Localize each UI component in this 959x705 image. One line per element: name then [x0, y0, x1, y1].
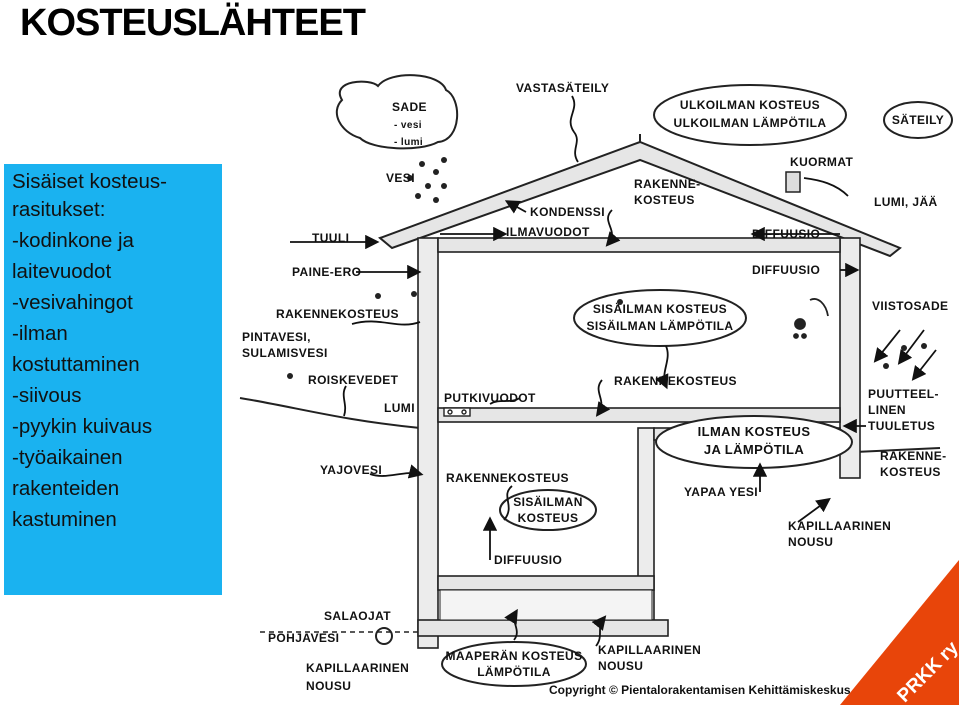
water-pipe-arrow [489, 397, 521, 405]
sidebar-line: rasitukset: [12, 198, 106, 221]
sky-radiation-arrow [569, 95, 579, 163]
label-ilman-kosteus: ILMAN KOSTEUS [698, 424, 811, 439]
label-nousu-bottom: NOUSU [306, 679, 351, 693]
condensation-arrow [504, 200, 527, 214]
label-sisailman-kosteus-2: KOSTEUS [518, 511, 579, 525]
crawlspace [439, 589, 653, 621]
label-yajovesi: YAJOVESI [320, 463, 382, 477]
capillary-mid-arrow [591, 615, 607, 647]
outdoor-air-ellipse [653, 84, 847, 146]
ground-line-right [854, 447, 941, 453]
rain-cloud [335, 74, 459, 150]
label-vastasateily: VASTASÄTEILY [516, 80, 609, 95]
sidebar-line: -vesivahingot [12, 291, 133, 314]
label-sulamisvesi: SULAMISVESI [242, 346, 328, 360]
label-ulkoilman-lampotila: ULKOILMAN LÄMPÖTILA [674, 115, 827, 130]
sidebar-line: Sisäiset kosteus- [12, 170, 167, 193]
copyright-text: Copyright © Pientalorakentamisen Kehittä… [549, 683, 866, 697]
sidebar-line: -siivous [12, 384, 82, 407]
capillary-right-arrow [797, 497, 831, 523]
label-maaperan-lampotila: LÄMPÖTILA [477, 664, 551, 679]
sun-ellipse [883, 101, 953, 139]
label-nousu: NOUSU [788, 535, 833, 549]
roof-vent [785, 171, 801, 193]
snow-load-arrow [803, 177, 849, 197]
label-kapillaarinen: KAPILLAARINEN [788, 519, 891, 533]
sidebar-line: laitevuodot [12, 260, 112, 283]
label-vesi-item: - vesi [394, 120, 422, 131]
label-kuormat: KUORMAT [790, 155, 854, 169]
label-kondenssi: KONDENSSI [530, 205, 605, 219]
label-kapillaarinen-bottom: KAPILLAARINEN [306, 661, 409, 675]
label-viistosade: VIISTOSADE [872, 299, 948, 313]
label-rakenne-right: RAKENNE- [880, 449, 947, 463]
label-maaperan-kosteus: MAAPERÄN KOSTEUS [445, 648, 582, 663]
label-lumi-item: - lumi [394, 137, 423, 148]
label-rakennekosteus-mid: RAKENNEKOSTEUS [614, 374, 737, 388]
house-moisture-diagram: SADE - vesi - lumi VESI ULKOILMAN KOSTEU… [239, 74, 953, 693]
structural-moisture-arrow [605, 209, 621, 247]
run-off-arrow [369, 464, 424, 479]
label-linen: LINEN [868, 403, 906, 417]
label-rakennekosteus-low: RAKENNEKOSTEUS [446, 471, 569, 485]
moisture-wave-left [351, 320, 421, 326]
label-lumi-jaa: LUMI, JÄÄ [874, 194, 938, 209]
label-kapillaarinen-mid: KAPILLAARINEN [598, 643, 701, 657]
label-yapaa-yesi: YAPAA YESI [684, 485, 758, 499]
label-rakennekosteus-left: RAKENNEKOSTEUS [276, 307, 399, 321]
sidebar-line: kastuminen [12, 508, 117, 531]
label-rakenne: RAKENNE- [634, 177, 701, 191]
soil-humidity-ellipse [441, 641, 587, 687]
label-putkivuodot: PUTKIVUODOT [444, 391, 536, 405]
label-ulkoilman-kosteus: ULKOILMAN KOSTEUS [680, 98, 820, 112]
indoor-air-ellipse [573, 289, 747, 347]
internal-moisture-box: Sisäiset kosteus- rasitukset: -kodinkone… [4, 164, 222, 595]
sidebar-line: kostuttaminen [12, 353, 140, 376]
label-paine-ero: PAINE-ERO [292, 265, 361, 279]
low-structural-arrow [503, 485, 513, 521]
label-nousu-mid: NOUSU [598, 659, 643, 673]
label-ja-lampotila: JA LÄMPÖTILA [704, 442, 805, 457]
page-title: KOSTEUSLÄHTEET [20, 2, 366, 44]
label-ilmavuodot: ILMAVUODOT [506, 225, 590, 239]
label-sateily: SÄTEILY [892, 112, 944, 127]
indoor-humidity-ellipse [499, 489, 597, 531]
rain-slant-2 [897, 329, 925, 365]
soil-arrow [504, 608, 518, 641]
label-lumi-ground: LUMI [384, 401, 415, 415]
shower-icon [793, 298, 829, 339]
rain-slant-3 [911, 349, 937, 381]
label-pohjavesi: POHJAVESI [268, 631, 339, 645]
splash-arrow [342, 385, 347, 417]
label-vesi: VESI [386, 171, 415, 185]
rain-drops-icon [407, 157, 447, 203]
label-salaojat: SALAOJAT [324, 609, 391, 623]
label-kosteus-right: KOSTEUS [880, 465, 941, 479]
label-puutteel: PUUTTEEL- [868, 387, 939, 401]
label-pintavesi: PINTAVESI, [242, 330, 311, 344]
floors [417, 237, 841, 637]
label-diffuusio-low: DIFFUUSIO [494, 553, 562, 567]
label-sade: SADE [392, 100, 427, 114]
rain-slant-1 [873, 329, 901, 363]
sidebar-line: -pyykin kuivaus [12, 415, 153, 438]
label-sisailman-kosteus: SISÄILMAN KOSTEUS [593, 301, 727, 316]
sidebar-line: rakenteiden [12, 477, 120, 500]
label-roiskevedet: ROISKEVEDET [308, 373, 399, 387]
label-rakenne-kosteus: KOSTEUS [634, 193, 695, 207]
label-sisailman: SISÄILMAN [513, 494, 583, 509]
sidebar-line: -ilman [12, 322, 68, 345]
indoor-humidity-arrow [655, 345, 669, 390]
water-drop-icons [287, 291, 927, 379]
label-diffuusio-mid: DIFFUUSIO [752, 263, 820, 277]
label-tuuletus: TUULETUS [868, 419, 935, 433]
sidebar-line: -työaikainen [12, 446, 123, 469]
ground-line [239, 397, 421, 429]
label-sisailman-lampotila: SISÄILMAN LÄMPÖTILA [587, 318, 734, 333]
moisture-wave-mid [595, 379, 611, 417]
sidebar-line: -kodinkone ja [12, 229, 134, 252]
pipe-icon [443, 407, 471, 417]
